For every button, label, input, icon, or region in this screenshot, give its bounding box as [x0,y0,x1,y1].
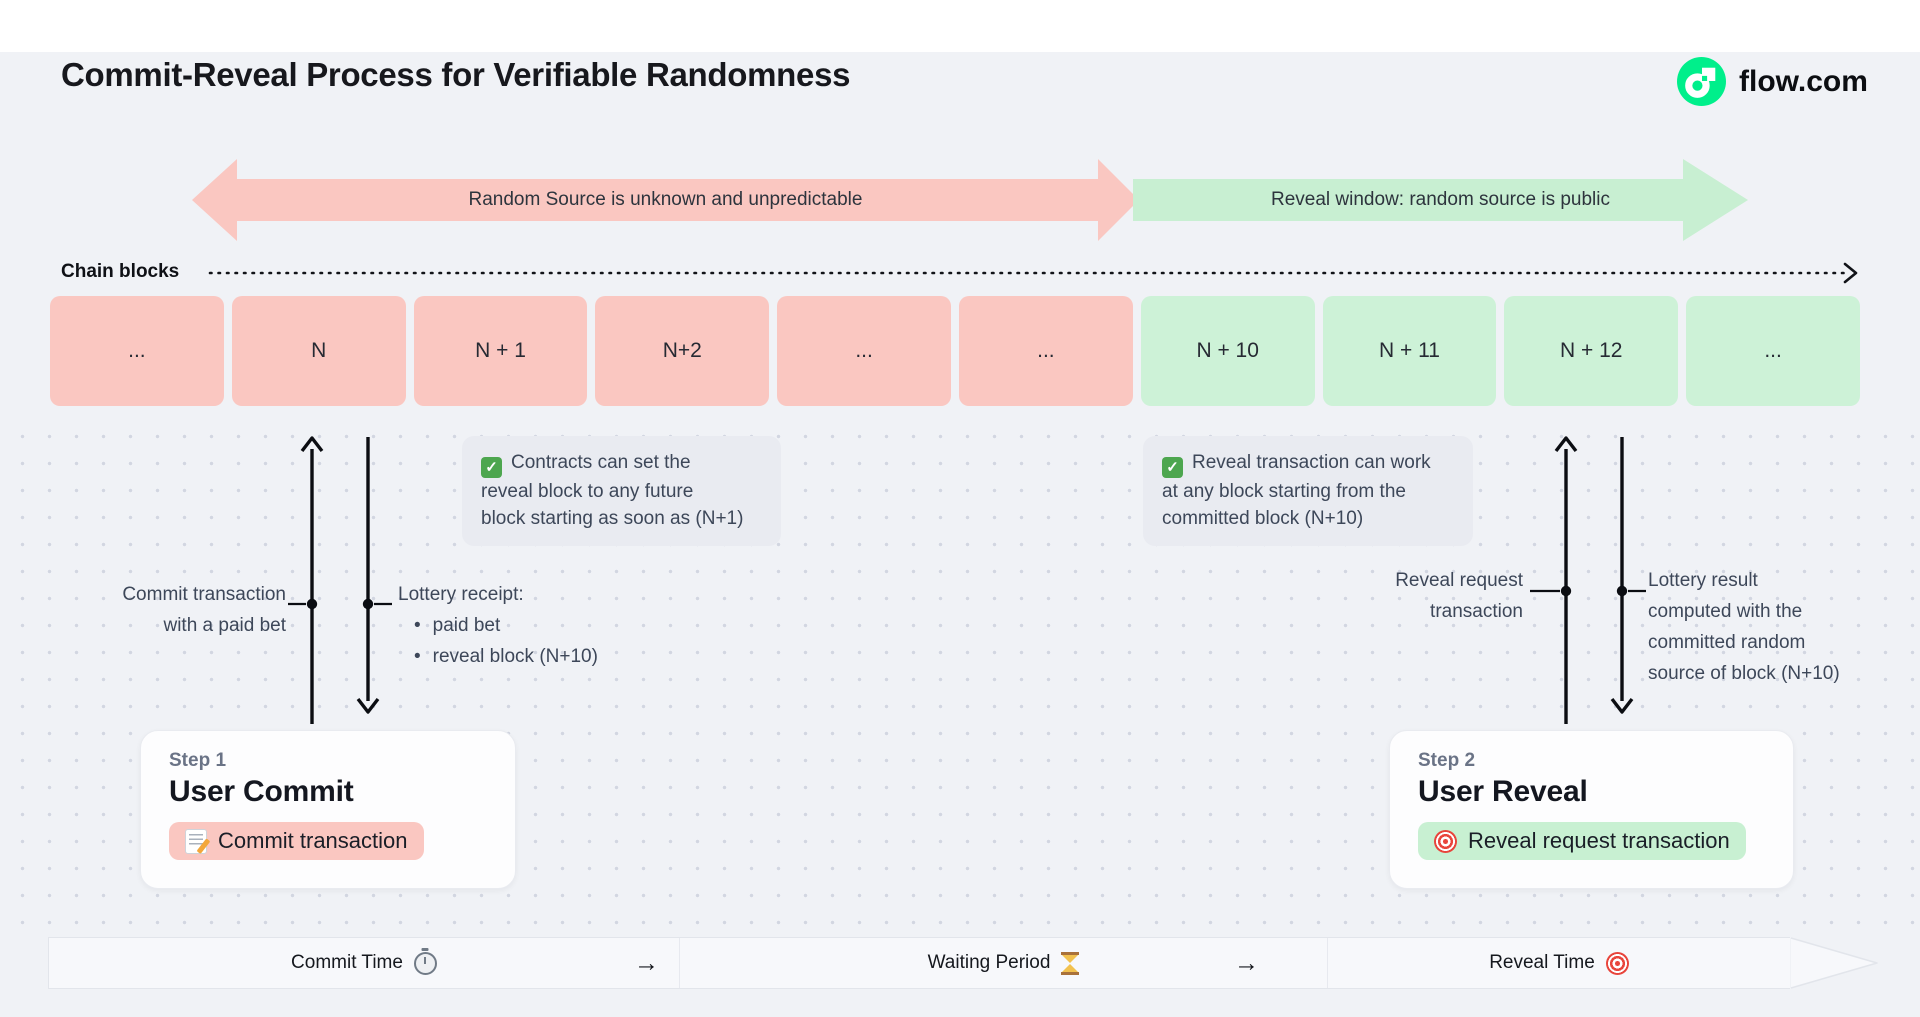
chain-block: ... [777,296,951,406]
timeline-waiting-cell: Waiting Period [680,938,1328,988]
timeline-bar: Commit Time Waiting Period Reveal Time [48,937,1790,989]
flow-logo-icon [1677,57,1726,106]
target-icon [1434,829,1457,853]
commit-transaction-pill: Commit transaction [169,822,424,860]
timeline-reveal-label: Reveal Time [1489,952,1595,973]
commit-transaction-callout: Commit transaction with a paid bet [122,584,286,636]
step1-card: Step 1 User Commit Commit transaction [140,730,516,889]
check-icon [481,456,502,478]
timeline-end-chevron [1790,937,1878,989]
reveal-note-card: Reveal transaction can work at any block… [1143,436,1473,546]
chain-block: N + 11 [1322,296,1497,406]
lottery-receipt-callout: Lottery receipt: paid bet reveal block (… [398,579,598,672]
step1-title: User Commit [169,775,354,808]
chain-block: N [231,296,406,406]
commit-phase-banner: Random Source is unknown and unpredictab… [192,159,1139,241]
lottery-receipt-list: paid bet reveal block (N+10) [398,610,598,672]
timeline-commit-cell: Commit Time [49,938,680,988]
page-title: Commit-Reveal Process for Verifiable Ran… [61,56,851,93]
lottery-receipt-item: paid bet [398,610,598,641]
chain-block: ... [1686,296,1860,406]
timeline-right-arrow-icon: → [634,948,659,977]
check-icon [1162,456,1183,478]
timeline-waiting-label: Waiting Period [927,952,1051,973]
reveal-request-callout: Reveal request transaction [1395,570,1523,622]
timeline-commit-label: Commit Time [291,952,403,973]
chain-blocks-label: Chain blocks [61,261,180,282]
chain-block: N + 1 [413,296,588,406]
reveal-phase-banner: Reveal window: random source is public [1133,159,1748,241]
step1-kicker: Step 1 [169,750,227,771]
chain-block: N+2 [595,296,770,406]
memo-icon [185,828,207,854]
lottery-result-callout: Lottery result computed with the committ… [1648,570,1840,684]
timeline-reveal-cell: Reveal Time [1328,938,1790,988]
chain-block: N + 12 [1504,296,1679,406]
hourglass-icon [1061,951,1080,975]
lottery-receipt-title: Lottery receipt: [398,584,524,605]
chain-axis-arrowhead-icon [1843,262,1858,284]
stopwatch-icon [413,951,437,975]
lottery-receipt-item: reveal block (N+10) [398,641,598,672]
target-icon [1605,951,1629,975]
step2-card: Step 2 User Reveal Reveal request transa… [1389,730,1794,889]
chain-block: ... [958,296,1133,406]
commit-pill-label: Commit transaction [218,828,408,853]
chain-blocks-row: ... N N + 1 N+2 ... ... N + 10 N + 11 N … [50,296,1860,406]
step2-title: User Reveal [1418,775,1588,808]
chain-block: ... [50,296,224,406]
reveal-pill-label: Reveal request transaction [1468,828,1730,853]
brand-name: flow.com [1739,64,1868,98]
top-strip [0,0,1920,52]
step2-kicker: Step 2 [1418,750,1476,771]
flow-brand-link[interactable]: flow.com [1677,57,1868,106]
reveal-note-text: Reveal transaction can work at any block… [1162,452,1431,529]
commit-phase-banner-label: Random Source is unknown and unpredictab… [468,189,863,210]
timeline-right-arrow-icon: → [1234,948,1259,977]
chain-block: N + 10 [1140,296,1315,406]
reveal-request-pill: Reveal request transaction [1418,822,1746,860]
reveal-phase-banner-label: Reveal window: random source is public [1271,189,1610,210]
commit-note-text: Contracts can set the reveal block to an… [481,452,744,529]
commit-note-card: Contracts can set the reveal block to an… [462,436,781,546]
